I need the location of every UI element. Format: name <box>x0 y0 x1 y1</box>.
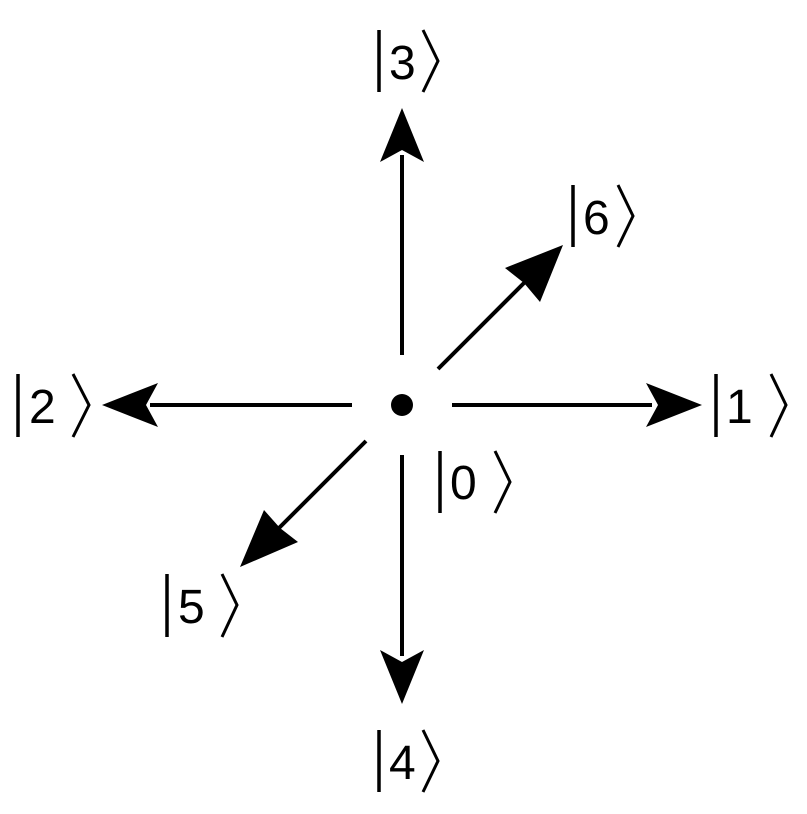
ket-label-4: 4 <box>389 737 416 790</box>
ket-label-2: 2 <box>29 381 56 434</box>
ket-state-5: 5 <box>165 573 239 638</box>
arrow-to-state-5 <box>240 439 368 567</box>
arrow-to-state-1 <box>452 383 702 427</box>
ket-label-5: 5 <box>178 581 205 634</box>
ket-state-2: 2 <box>16 373 91 438</box>
ket-state-0: 0 <box>438 450 512 514</box>
ket-state-6: 6 <box>571 184 635 248</box>
arrow-to-state-4 <box>380 455 424 704</box>
ket-state-1: 1 <box>714 373 788 438</box>
ket-state-3: 3 <box>377 29 440 93</box>
ket-label-0: 0 <box>450 457 477 510</box>
ket-label-1: 1 <box>726 381 753 434</box>
arrow-to-state-6 <box>436 245 563 371</box>
ket-label-3: 3 <box>389 37 416 90</box>
ket-label-6: 6 <box>583 192 610 245</box>
arrow-to-state-3 <box>380 108 424 355</box>
arrow-to-state-2 <box>102 383 352 427</box>
ket-state-4: 4 <box>377 729 440 793</box>
origin-dot <box>391 394 413 416</box>
